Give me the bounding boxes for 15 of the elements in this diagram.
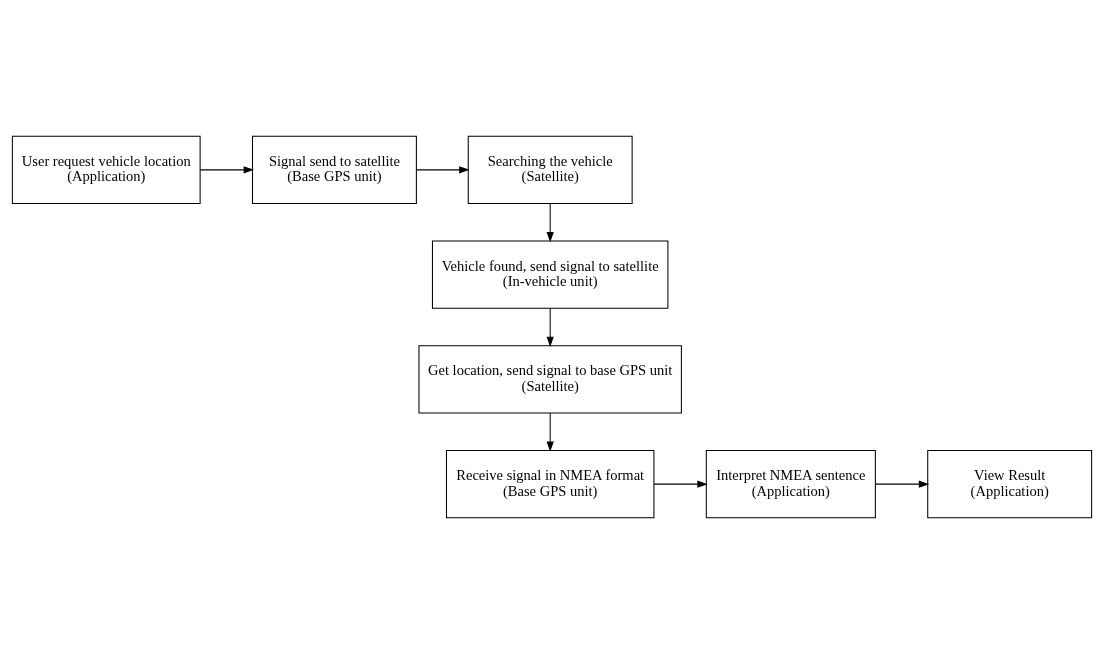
arrow [546, 307, 554, 347]
arrow [546, 202, 554, 242]
node-box: Searching the vehicle (Satellite) [467, 135, 633, 204]
node-box: Receive signal in NMEA format (Base GPS unit) [445, 449, 655, 518]
node-box: Interpret NMEA sentence (Application) [705, 449, 876, 518]
node-box: Vehicle found, send signal to satellite (In-vehicle unit) [431, 239, 669, 309]
arrow [199, 165, 254, 173]
arrow [416, 165, 470, 173]
node-box: Get location, send signal to base GPS unit (Satellite) [418, 344, 682, 414]
node-box: Signal send to satellite (Base GPS unit) [252, 135, 417, 204]
arrow [653, 480, 708, 488]
node-box: View Result (Application) [927, 449, 1093, 518]
node-box: User request vehicle location (Application) [11, 135, 201, 204]
arrow [546, 412, 554, 452]
arrow [874, 480, 930, 488]
